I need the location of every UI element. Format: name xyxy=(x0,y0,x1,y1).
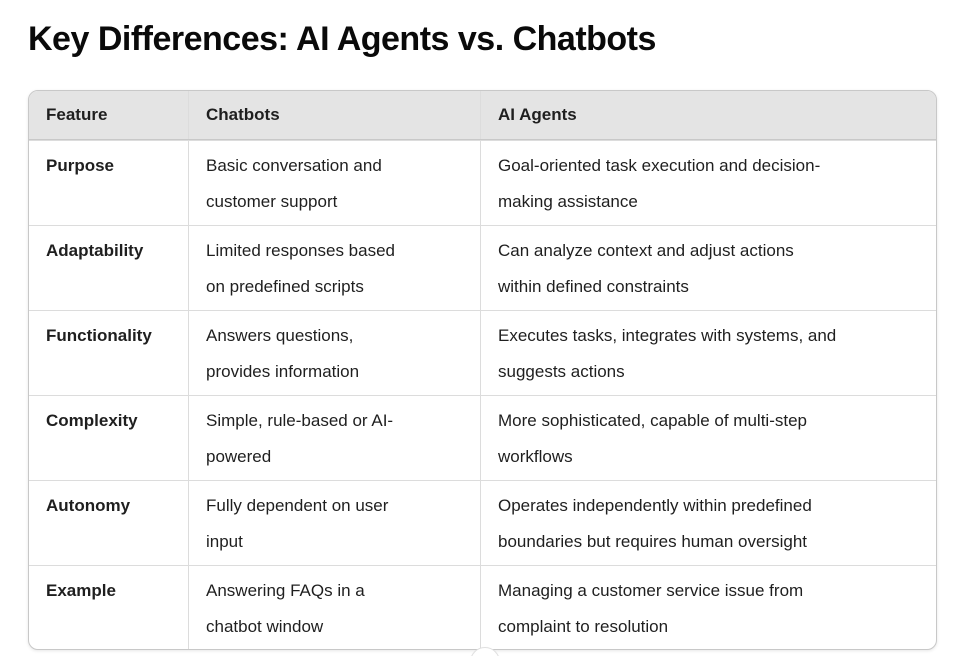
page-title: Key Differences: AI Agents vs. Chatbots xyxy=(28,20,656,58)
chatbots-cell: Limited responses based on predefined sc… xyxy=(188,226,480,310)
ai-agents-cell: Operates independently within predefined… xyxy=(480,481,936,565)
column-header-feature: Feature xyxy=(46,105,108,124)
ai-agents-cell: Goal-oriented task execution and decisio… xyxy=(480,141,936,225)
table-row: Adaptability Limited responses based on … xyxy=(29,225,936,310)
ai-agents-cell: More sophisticated, capable of multi-ste… xyxy=(480,396,936,480)
chatbots-cell: Fully dependent on user input xyxy=(188,481,480,565)
chatbots-cell: Answers questions, provides information xyxy=(188,311,480,395)
chatbots-cell: Simple, rule-based or AI- powered xyxy=(188,396,480,480)
chatbots-cell: Basic conversation and customer support xyxy=(188,141,480,225)
chatbots-cell: Answering FAQs in a chatbot window xyxy=(188,566,480,649)
ai-agents-cell: Can analyze context and adjust actions w… xyxy=(480,226,936,310)
table-header-row: Feature Chatbots AI Agents xyxy=(29,91,936,140)
table-row: Complexity Simple, rule-based or AI- pow… xyxy=(29,395,936,480)
column-header-chatbots: Chatbots xyxy=(188,91,480,139)
ai-agents-cell: Managing a customer service issue from c… xyxy=(480,566,936,649)
feature-cell: Adaptability xyxy=(46,241,144,260)
feature-cell: Purpose xyxy=(46,156,115,175)
feature-cell: Complexity xyxy=(46,411,138,430)
feature-cell: Functionality xyxy=(46,326,152,345)
table-row: Autonomy Fully dependent on user input O… xyxy=(29,480,936,565)
ai-agents-cell: Executes tasks, integrates with systems,… xyxy=(480,311,936,395)
comparison-table: Feature Chatbots AI Agents Purpose Basic… xyxy=(28,90,937,650)
table-row: Functionality Answers questions, provide… xyxy=(29,310,936,395)
column-header-ai-agents: AI Agents xyxy=(480,91,936,139)
feature-cell: Example xyxy=(46,581,116,600)
table-row: Example Answering FAQs in a chatbot wind… xyxy=(29,565,936,649)
table-row: Purpose Basic conversation and customer … xyxy=(29,140,936,225)
feature-cell: Autonomy xyxy=(46,496,131,515)
